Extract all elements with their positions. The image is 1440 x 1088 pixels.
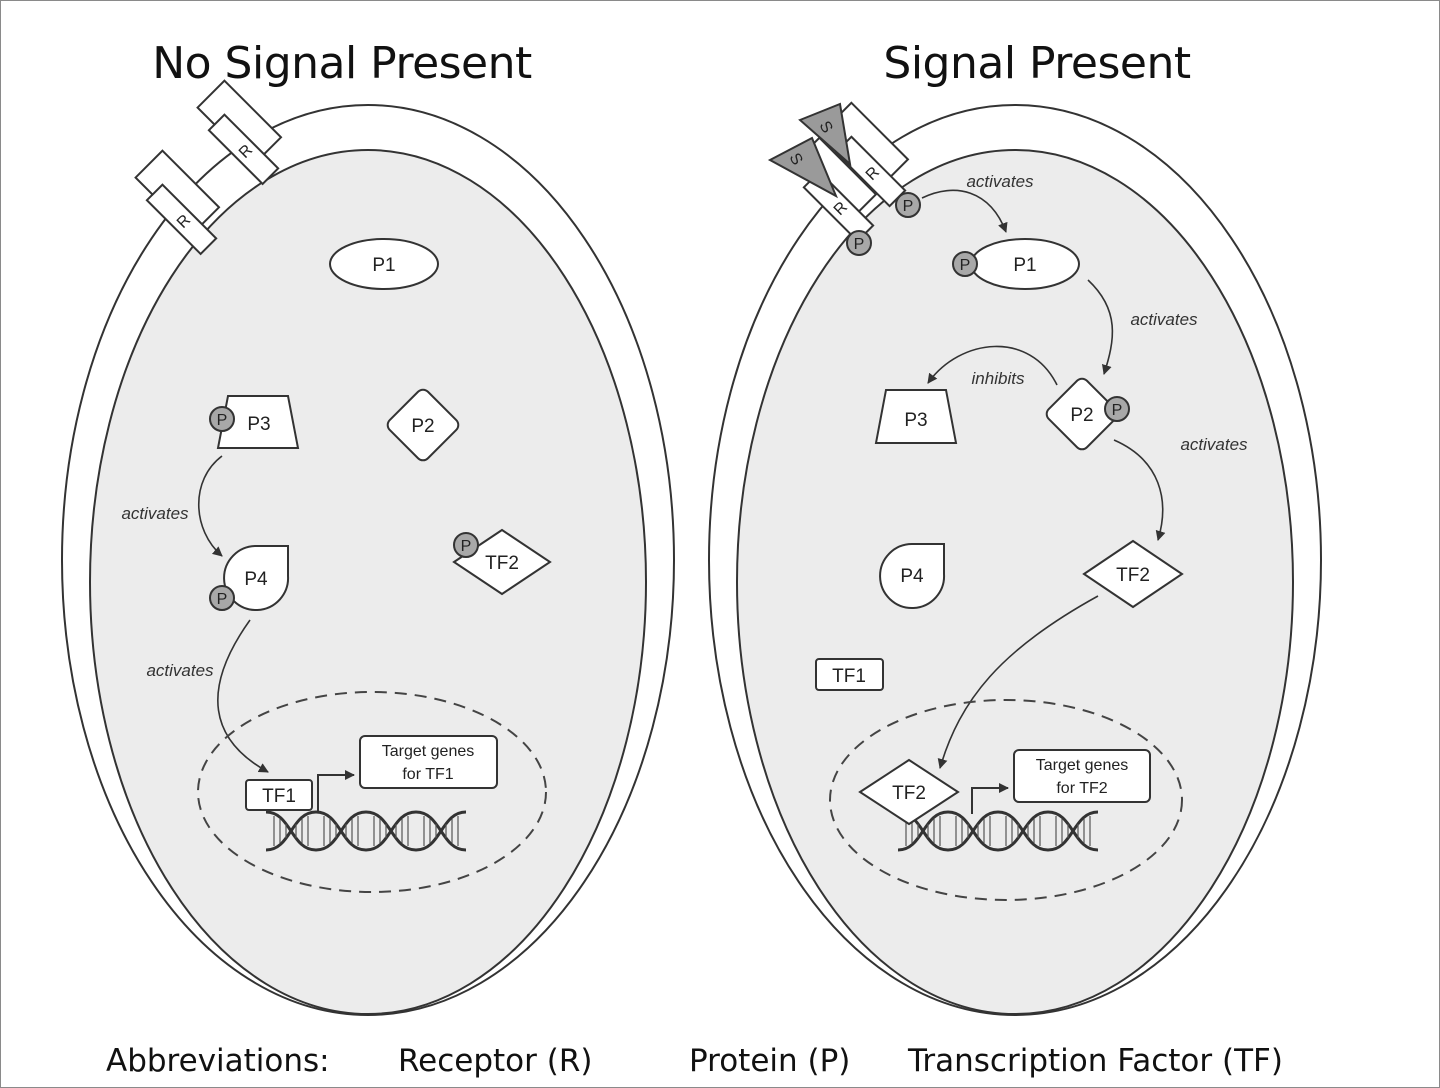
right-arrow-tf2-nucleus <box>937 595 1099 769</box>
right-receptor-phospho-1-label: P <box>903 198 914 215</box>
right-receptor-phospho-2 <box>846 230 872 256</box>
right-tf2-label: TF2 <box>1116 565 1150 586</box>
left-p3-phospho-label: P <box>217 412 228 429</box>
footer-receptor: Receptor (R) <box>398 1043 593 1079</box>
left-p1 <box>329 238 439 290</box>
left-tf1 <box>245 779 313 811</box>
left-target-genes-line1: Target genes <box>382 743 475 760</box>
left-receptor-1: R <box>134 149 221 256</box>
right-nucleus <box>829 699 1183 901</box>
footer-abbreviations: Abbreviations: <box>106 1043 330 1079</box>
footer-transcription-factor: Transcription Factor (TF) <box>908 1043 1283 1079</box>
left-label-p3-p4: activates <box>121 504 189 523</box>
left-cell: R R P1 P2 P3 P P4 P TF2 P activates acti… <box>61 79 675 1016</box>
left-nucleus <box>197 691 547 893</box>
right-p3-label: P3 <box>904 410 927 431</box>
right-label-r-p1: activates <box>966 172 1034 191</box>
right-p1-label: P1 <box>1013 255 1036 276</box>
right-signal-1 <box>767 136 839 199</box>
left-label-p4-tf1: activates <box>146 661 214 680</box>
right-p1-phospho-label: P <box>960 257 971 274</box>
right-p4 <box>879 543 946 609</box>
left-p3-label: P3 <box>247 414 270 435</box>
left-tf2-phospho-label: P <box>461 538 472 555</box>
left-p4-phospho-label: P <box>217 591 228 608</box>
left-tf1-label: TF1 <box>262 786 296 807</box>
left-tf2-label: TF2 <box>485 553 519 574</box>
title-no-signal: No Signal Present <box>152 38 532 89</box>
left-p4-phospho <box>209 585 235 611</box>
right-tf1-label: TF1 <box>832 666 866 687</box>
left-p3-phospho <box>209 406 235 432</box>
right-arrow-r-p1 <box>921 189 1008 233</box>
right-target-genes-line2: for TF2 <box>1056 780 1107 797</box>
left-p2-label: P2 <box>411 416 434 437</box>
right-p3 <box>874 389 958 444</box>
right-tf2-bound-label: TF2 <box>892 783 926 804</box>
right-label-p1-p2: activates <box>1130 310 1198 329</box>
right-tf2-bound <box>858 758 960 826</box>
right-cell: R R S S P P P1 P P2 P P3 P4 TF2 <box>708 101 1322 1016</box>
right-target-genes-line1: Target genes <box>1036 757 1129 774</box>
right-p2-phospho-label: P <box>1112 402 1123 419</box>
left-target-genes-box <box>359 735 498 789</box>
left-receptor-2: R <box>196 79 283 186</box>
right-signal-2 <box>798 102 852 167</box>
right-target-genes-box <box>1013 749 1151 803</box>
left-arrow-p3-p4 <box>197 455 223 557</box>
left-arrow-p4-tf1 <box>217 619 269 773</box>
right-tf1 <box>815 658 884 691</box>
right-p2-label: P2 <box>1070 405 1093 426</box>
left-tf2-phospho <box>453 532 479 558</box>
right-arrow-p1-p2 <box>1087 279 1114 375</box>
right-p1-phospho <box>952 251 978 277</box>
right-p2 <box>1045 377 1119 451</box>
right-promoter-arrow <box>971 783 1009 814</box>
left-p4-label: P4 <box>244 569 268 590</box>
title-signal-present: Signal Present <box>883 38 1191 89</box>
right-p4-label: P4 <box>900 566 924 587</box>
right-receptor-2: R <box>823 101 910 208</box>
right-arrow-p2-p3 <box>927 345 1058 386</box>
left-p2 <box>386 388 460 462</box>
right-arrow-p2-tf2 <box>1113 439 1166 541</box>
left-p1-label: P1 <box>372 255 395 276</box>
right-label-p2-p3: inhibits <box>972 369 1025 388</box>
right-label-p2-tf2: activates <box>1180 435 1248 454</box>
left-target-genes-line2: for TF1 <box>402 766 453 783</box>
left-cytoplasm <box>89 149 647 1015</box>
right-tf2 <box>1082 539 1184 609</box>
right-receptor-phospho-2-label: P <box>854 236 865 253</box>
footer-protein: Protein (P) <box>689 1043 851 1079</box>
right-p2-phospho <box>1104 396 1130 422</box>
right-receptor-phospho-1 <box>895 192 921 218</box>
left-promoter-arrow <box>317 770 355 812</box>
